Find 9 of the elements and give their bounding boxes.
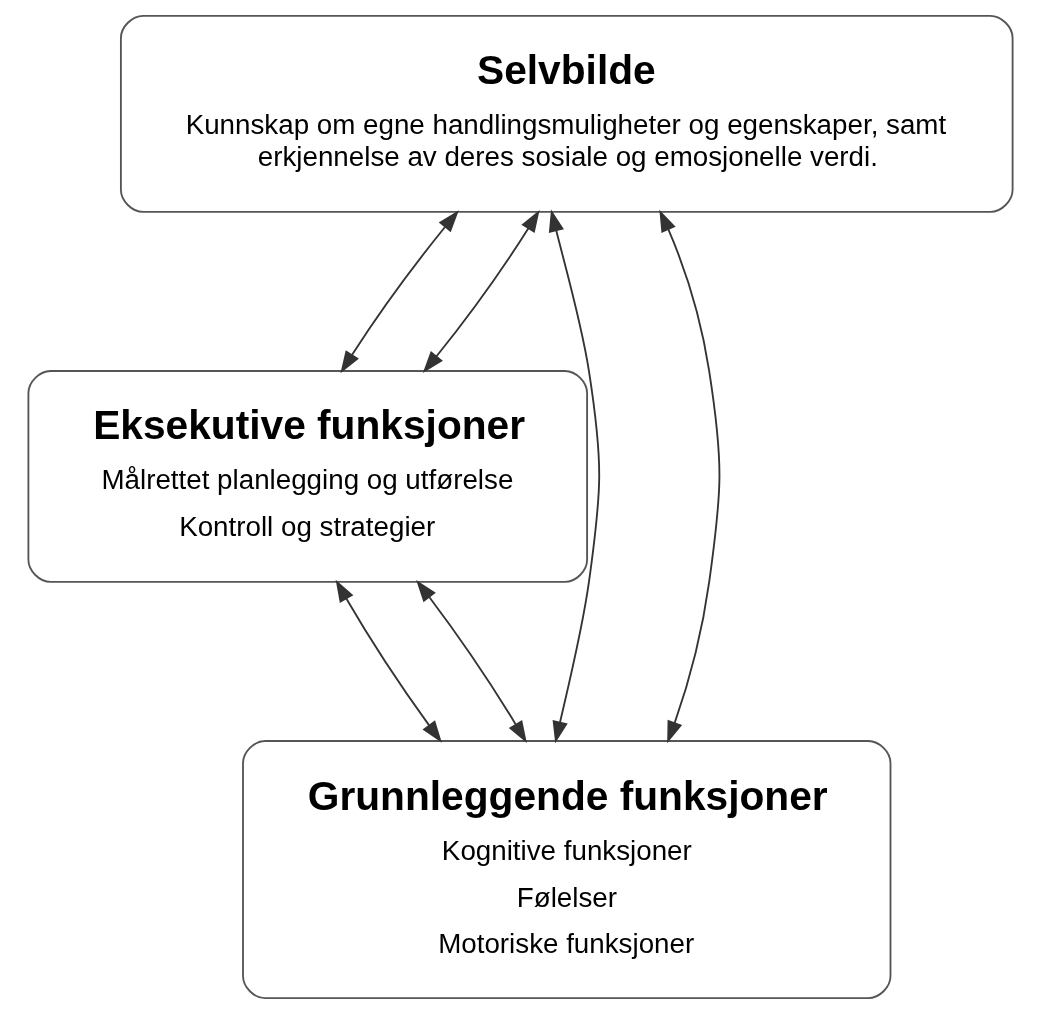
arrow bbox=[339, 210, 459, 374]
arrow bbox=[335, 579, 442, 743]
node-box: Grunnleggende funksjoner Kognitive funksjoner Følelser Motoriske funksjoner bbox=[241, 740, 891, 1000]
node-box: Selvbilde Kunnskap om egne handlingsmuligheter og egenskaper, samt erkjennelse av deres sosiale og emosjonelle verdi. bbox=[119, 14, 1014, 213]
arrow bbox=[548, 209, 600, 744]
arrow bbox=[422, 210, 540, 374]
node-box: Eksekutive funksjoner Målrettet planlegging og utførelse Kontroll og strategier bbox=[26, 370, 588, 583]
arrow bbox=[415, 579, 527, 743]
arrow bbox=[658, 209, 720, 744]
